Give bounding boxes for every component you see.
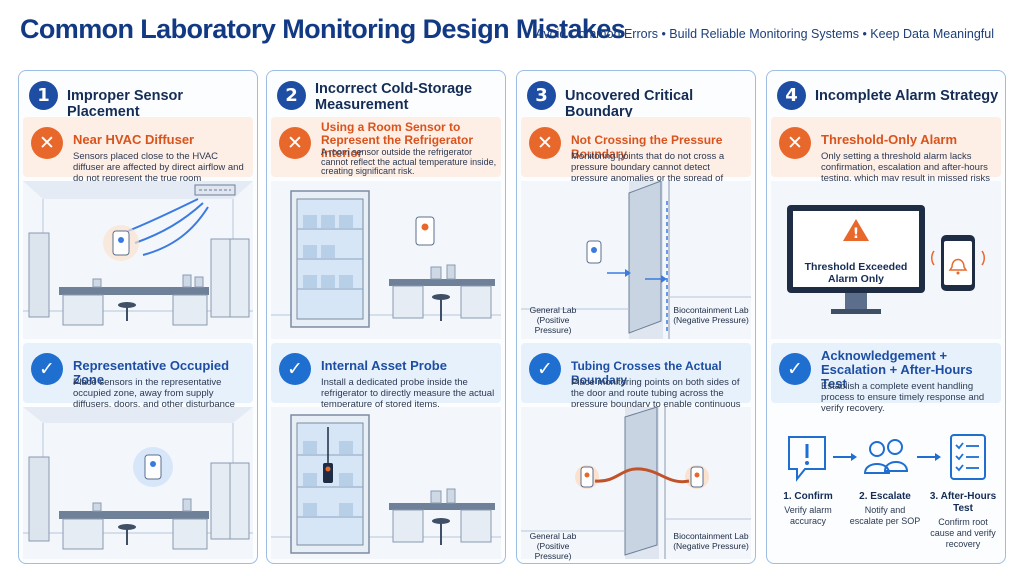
step-text: Notify and escalate per SOP bbox=[849, 505, 921, 526]
check-circle-icon: ✓ bbox=[779, 353, 811, 385]
x-circle-icon: ✕ bbox=[779, 127, 811, 159]
internal-probe-illustration bbox=[271, 407, 501, 559]
step-number-badge: 3 bbox=[527, 81, 556, 110]
monitor-phone-drawing: ! bbox=[771, 181, 1001, 339]
card-critical-boundary: 3 Uncovered Critical Boundary ✕ Not Cros… bbox=[516, 70, 756, 564]
mistake-panel: ✕ Using a Room Sensor to Represent the R… bbox=[271, 117, 501, 177]
step-title: 1. Confirm bbox=[783, 491, 833, 502]
page-title: Common Laboratory Monitoring Design Mist… bbox=[20, 14, 626, 44]
card-title: Uncovered Critical Boundary bbox=[565, 88, 694, 120]
check-circle-icon: ✓ bbox=[529, 353, 561, 385]
zone-label: Biocontainment Lab (Negative Pressure) bbox=[673, 531, 749, 551]
hvac-room-illustration bbox=[23, 181, 253, 339]
occupied-zone-illustration bbox=[23, 407, 253, 559]
x-circle-icon: ✕ bbox=[279, 127, 311, 159]
door-tubing-drawing bbox=[521, 407, 751, 559]
best-practice-panel: ✓ Representative Occupied Zone Place sen… bbox=[23, 343, 253, 421]
mistake-title: Not Crossing the Pressure Boundary bbox=[571, 133, 723, 161]
step-number-badge: 1 bbox=[29, 81, 58, 110]
process-step: 1. Confirm Verify alarm accuracy bbox=[771, 491, 845, 527]
mistake-panel: ✕ Not Crossing the Pressure Boundary Mon… bbox=[521, 117, 751, 195]
boundary-tubing-illustration: General Lab (Positive Pressure) Bioconta… bbox=[521, 407, 751, 561]
process-icons bbox=[771, 431, 1001, 487]
mistake-title: Near HVAC Diffuser bbox=[73, 132, 195, 147]
card-header: 4 Incomplete Alarm Strategy bbox=[767, 71, 1005, 117]
best-practice-text: Establish a complete event handling proc… bbox=[821, 381, 985, 414]
room-sensor-fridge-illustration bbox=[271, 181, 501, 339]
best-practice-panel: ✓ Acknowledgement + Escalation + After-H… bbox=[771, 343, 1001, 414]
zone-label: General Lab (Positive Pressure) bbox=[529, 531, 577, 561]
step-number-badge: 4 bbox=[777, 81, 806, 110]
best-practice-text: Install a dedicated probe inside the ref… bbox=[321, 377, 495, 410]
best-practice-title: Internal Asset Probe bbox=[321, 358, 447, 373]
check-circle-icon: ✓ bbox=[31, 353, 63, 385]
card-header: 1 Improper Sensor Placement bbox=[19, 71, 257, 120]
process-flow-drawing bbox=[788, 434, 986, 482]
step-number-badge: 2 bbox=[277, 81, 306, 110]
card-alarm-strategy: 4 Incomplete Alarm Strategy ✕ Threshold-… bbox=[766, 70, 1006, 564]
step-text: Confirm root cause and verify recovery bbox=[930, 517, 996, 549]
mistake-title: Using a Room Sensor to Represent the Ref… bbox=[321, 120, 474, 160]
step-title: 2. Escalate bbox=[859, 491, 911, 502]
card-header: 3 Uncovered Critical Boundary bbox=[517, 71, 755, 120]
check-circle-icon: ✓ bbox=[279, 353, 311, 385]
process-step: 3. After-Hours Test Confirm root cause a… bbox=[925, 491, 1001, 550]
no-boundary-illustration: General Lab (Positive Pressure) Bioconta… bbox=[521, 181, 751, 339]
best-practice-title: Tubing Crosses the Actual Boundary bbox=[571, 359, 722, 387]
lab-room-drawing bbox=[23, 407, 253, 559]
step-text: Verify alarm accuracy bbox=[784, 505, 832, 526]
fridge-probe-drawing bbox=[271, 407, 501, 559]
lab-room-drawing bbox=[23, 181, 253, 339]
process-steps: 1. Confirm Verify alarm accuracy 2. Esca… bbox=[771, 491, 1001, 563]
mistake-title: Threshold-Only Alarm bbox=[821, 132, 958, 147]
page-subtitle: Avoid Common Errors • Build Reliable Mon… bbox=[535, 27, 994, 41]
threshold-alarm-illustration: ! Threshold Exceeded Alarm Only bbox=[771, 181, 1001, 339]
x-circle-icon: ✕ bbox=[529, 127, 561, 159]
card-title: Improper Sensor Placement bbox=[67, 88, 184, 120]
alert-bubble-icon bbox=[788, 436, 826, 482]
header: Common Laboratory Monitoring Design Mist… bbox=[0, 0, 1024, 66]
people-icon bbox=[863, 439, 909, 474]
svg-text:!: ! bbox=[853, 226, 859, 242]
card-title: Incorrect Cold-Storage Measurement bbox=[315, 81, 473, 113]
fridge-room-drawing bbox=[271, 181, 501, 339]
card-cold-storage: 2 Incorrect Cold-Storage Measurement ✕ U… bbox=[266, 70, 506, 564]
best-practice-title: Acknowledgement + Escalation + After-Hou… bbox=[821, 348, 973, 391]
mistake-panel: ✕ Near HVAC Diffuser Sensors placed clos… bbox=[23, 117, 253, 195]
best-practice-panel: ✓ Internal Asset Probe Install a dedicat… bbox=[271, 343, 501, 410]
card-header: 2 Incorrect Cold-Storage Measurement bbox=[267, 71, 505, 117]
card-sensor-placement: 1 Improper Sensor Placement ✕ Near HVAC … bbox=[18, 70, 258, 564]
zone-label: Biocontainment Lab (Negative Pressure) bbox=[673, 305, 749, 325]
checklist-icon bbox=[950, 434, 986, 480]
mistake-panel: ✕ Threshold-Only Alarm Only setting a th… bbox=[771, 117, 1001, 195]
mistake-text: A room sensor outside the refrigerator c… bbox=[321, 147, 497, 176]
zone-label: General Lab (Positive Pressure) bbox=[529, 305, 577, 335]
step-title: 3. After-Hours Test bbox=[929, 491, 997, 514]
x-circle-icon: ✕ bbox=[31, 127, 63, 159]
best-practice-panel: ✓ Tubing Crosses the Actual Boundary Pla… bbox=[521, 343, 751, 421]
door-boundary-drawing bbox=[521, 181, 751, 339]
best-practice-title: Representative Occupied Zone bbox=[73, 358, 230, 387]
process-step: 2. Escalate Notify and escalate per SOP bbox=[848, 491, 922, 527]
card-title: Incomplete Alarm Strategy bbox=[815, 88, 999, 104]
monitor-alarm-text: Threshold Exceeded Alarm Only bbox=[804, 261, 908, 285]
